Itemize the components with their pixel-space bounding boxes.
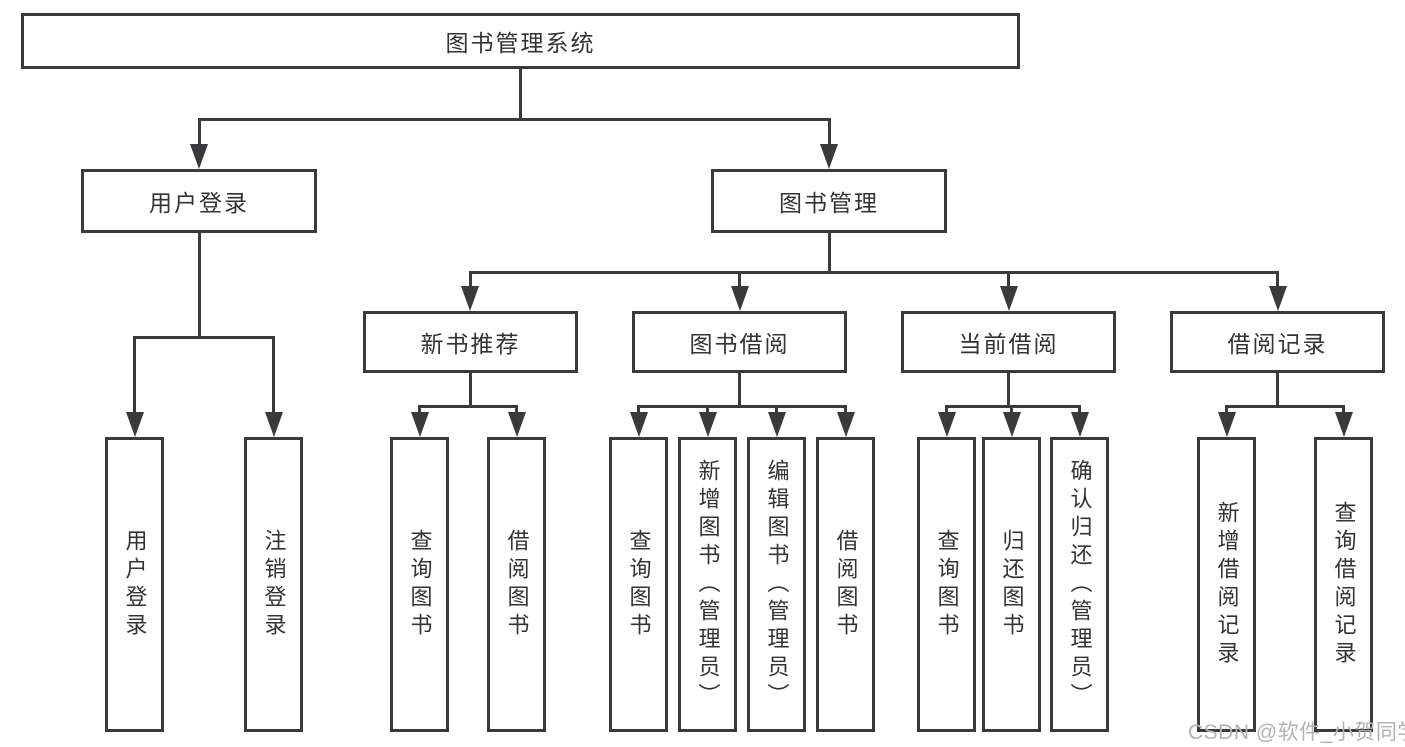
connector-section-stem <box>469 373 472 407</box>
leaf-return-books: 归还图书 <box>982 437 1041 732</box>
arrow-down-icon <box>1269 286 1287 311</box>
node-new-book-recommend-label: 新书推荐 <box>420 331 521 357</box>
connector-userlogin-stem <box>198 233 201 339</box>
arrow-down-icon <box>461 286 479 311</box>
connector-section-drop <box>469 271 472 289</box>
connector-section-drop <box>738 271 741 289</box>
connector-leaf-drop <box>272 336 275 415</box>
leaf-logout-label: 注销登录 <box>261 528 287 641</box>
arrow-down-icon <box>820 144 838 169</box>
arrow-down-icon <box>1003 412 1021 437</box>
connector-section-stem <box>738 373 741 407</box>
node-user-login-label: 用户登录 <box>149 190 249 216</box>
leaf-add-books-admin-label: 新增图书（管理员） <box>695 458 721 711</box>
leaf-user-login: 用户登录 <box>105 437 164 732</box>
connector-leafbar-records <box>1225 405 1345 408</box>
leaf-query-books-label: 查询图书 <box>626 528 652 641</box>
connector-leafbar-current <box>945 405 1081 408</box>
connector-bookmgmt-stem <box>828 233 831 274</box>
arrow-down-icon <box>699 412 717 437</box>
leaf-borrow-books-label: 借阅图书 <box>833 528 859 641</box>
leaf-borrow-books-newbooks: 借阅图书 <box>487 437 546 732</box>
leaf-edit-books-admin-label: 编辑图书（管理员） <box>764 458 790 711</box>
leaf-query-books-current: 查询图书 <box>917 437 976 732</box>
connector-level1-bar <box>198 118 831 121</box>
leaf-add-borrow-record-label: 新增借阅记录 <box>1214 500 1240 669</box>
connector-leaf-drop <box>418 405 421 415</box>
node-book-borrowing-label: 图书借阅 <box>689 331 790 357</box>
leaf-query-books-borrowing: 查询图书 <box>609 437 668 732</box>
node-root-label: 图书管理系统 <box>445 30 596 56</box>
node-user-login: 用户登录 <box>81 169 317 233</box>
node-current-borrowing-label: 当前借阅 <box>958 331 1059 357</box>
arrow-down-icon <box>1218 412 1236 437</box>
leaf-user-login-label: 用户登录 <box>122 528 148 641</box>
leaf-query-borrow-record: 查询借阅记录 <box>1314 437 1373 732</box>
connector-leaf-drop <box>1010 405 1013 415</box>
arrow-down-icon <box>731 286 749 311</box>
arrow-down-icon <box>190 144 208 169</box>
leaf-confirm-return-admin-label: 确认归还（管理员） <box>1067 458 1093 711</box>
arrow-down-icon <box>1000 286 1018 311</box>
connector-section-stem <box>1007 373 1010 407</box>
connector-section-drop <box>1276 271 1279 289</box>
connector-leaf-drop <box>1225 405 1228 415</box>
arrow-down-icon <box>126 412 144 437</box>
connector-leaf-drop <box>637 405 640 415</box>
leaf-query-books-newbooks: 查询图书 <box>390 437 449 732</box>
node-book-management: 图书管理 <box>711 169 947 233</box>
node-borrowing-records: 借阅记录 <box>1170 311 1385 373</box>
node-book-borrowing: 图书借阅 <box>632 311 847 373</box>
connector-leaf-drop <box>775 405 778 415</box>
connector-userlogin-bar <box>133 336 275 339</box>
connector-bookmgmt-drop <box>828 118 831 148</box>
leaf-return-books-label: 归还图书 <box>999 528 1025 641</box>
leaf-query-books-label: 查询图书 <box>934 528 960 641</box>
connector-section-drop <box>1007 271 1010 289</box>
connector-leaf-drop <box>1078 405 1081 415</box>
leaf-edit-books-admin: 编辑图书（管理员） <box>747 437 806 732</box>
leaf-logout: 注销登录 <box>244 437 303 732</box>
connector-leaf-drop <box>844 405 847 415</box>
leaf-borrow-books-label: 借阅图书 <box>504 528 530 641</box>
arrow-down-icon <box>768 412 786 437</box>
node-book-management-label: 图书管理 <box>779 190 879 216</box>
leaf-add-borrow-record: 新增借阅记录 <box>1197 437 1256 732</box>
connector-leaf-drop <box>706 405 709 415</box>
leaf-query-books-label: 查询图书 <box>407 528 433 641</box>
connector-leaf-drop <box>1342 405 1345 415</box>
node-borrowing-records-label: 借阅记录 <box>1227 331 1328 357</box>
leaf-confirm-return-admin: 确认归还（管理员） <box>1050 437 1109 732</box>
connector-leafbar-borrowing <box>637 405 847 408</box>
arrow-down-icon <box>837 412 855 437</box>
connector-userlogin-drop <box>198 118 201 148</box>
connector-leafbar-newbooks <box>418 405 518 408</box>
arrow-down-icon <box>630 412 648 437</box>
leaf-add-books-admin: 新增图书（管理员） <box>678 437 737 732</box>
arrow-down-icon <box>265 412 283 437</box>
leaf-query-borrow-record-label: 查询借阅记录 <box>1331 500 1357 669</box>
arrow-down-icon <box>1071 412 1089 437</box>
csdn-watermark: CSDN @软件_小贺同学 <box>1188 721 1405 744</box>
node-root: 图书管理系统 <box>21 13 1020 69</box>
connector-root-stem <box>519 69 522 121</box>
connector-leaf-drop <box>133 336 136 415</box>
arrow-down-icon <box>411 412 429 437</box>
arrow-down-icon <box>1335 412 1353 437</box>
connector-section-stem <box>1276 373 1279 407</box>
arrow-down-icon <box>508 412 526 437</box>
connector-leaf-drop <box>515 405 518 415</box>
arrow-down-icon <box>938 412 956 437</box>
leaf-borrow-books-borrowing: 借阅图书 <box>816 437 875 732</box>
connector-level3-bar <box>469 271 1279 274</box>
node-current-borrowing: 当前借阅 <box>901 311 1116 373</box>
node-new-book-recommend: 新书推荐 <box>363 311 578 373</box>
connector-leaf-drop <box>945 405 948 415</box>
